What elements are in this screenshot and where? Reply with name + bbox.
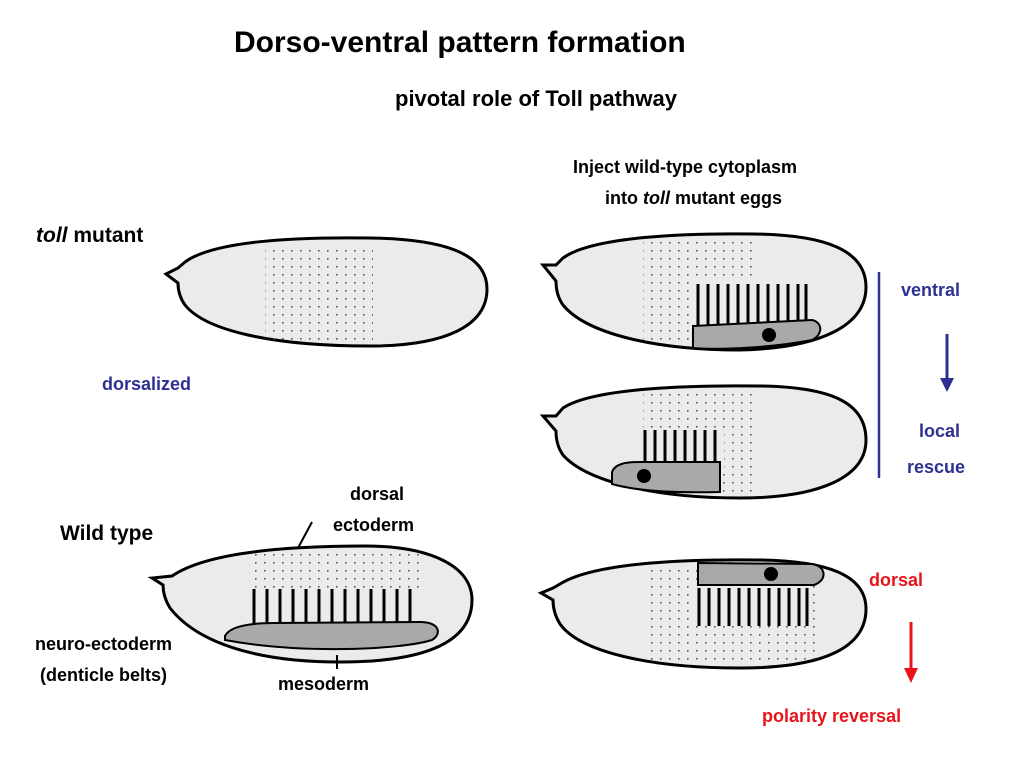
neuro-ectoderm-label-line1: neuro-ectoderm [35, 634, 173, 654]
inject-into-text: into [605, 188, 643, 208]
toll-mutant-label: toll mutant [36, 224, 143, 248]
dorsal-ectoderm-pointer [297, 521, 313, 549]
denticle-belts [252, 589, 412, 626]
ventral-arrow-icon [940, 334, 954, 392]
dorsalized-label: dorsalized [102, 374, 192, 394]
mesoderm-region [692, 318, 822, 350]
neuro-ectoderm-label-line2: (denticle belts) [40, 665, 168, 685]
ventral-label: ventral [901, 280, 961, 300]
denticle-belts [696, 284, 808, 326]
injection-site-dot [764, 567, 778, 581]
dorsal-ectoderm-dots [252, 552, 420, 592]
toll-mutant-rest: mutant [67, 224, 144, 247]
egg-polarity-reversal [537, 558, 868, 670]
mesoderm-region [611, 461, 721, 494]
page-subtitle: pivotal role of Toll pathway [395, 86, 677, 111]
dorsal-arrow-icon [904, 622, 918, 683]
dorsal-label: dorsal [869, 570, 924, 590]
polarity-reversal-label: polarity reversal [762, 706, 902, 726]
inject-toll-italic: toll [643, 188, 670, 208]
page-title: Dorso-ventral pattern formation [234, 26, 686, 59]
toll-italic: toll [36, 224, 68, 247]
dorsal-ectoderm-label-line2: ectoderm [333, 515, 415, 535]
egg-wild-type [147, 521, 474, 669]
local-rescue-label-line2: rescue [907, 457, 966, 477]
denticle-belts [697, 588, 809, 626]
dorsal-ectoderm-label-line1: dorsal [350, 484, 405, 504]
inject-mutant-eggs-text: mutant eggs [670, 188, 783, 208]
mesoderm-label: mesoderm [278, 674, 370, 694]
inject-label-line1: Inject wild-type cytoplasm [573, 157, 798, 177]
mesoderm-region [224, 620, 439, 651]
inject-label-line2: into toll mutant eggs [605, 188, 782, 209]
mesoderm-region [697, 561, 825, 586]
local-rescue-label-line1: local [919, 421, 961, 441]
egg-toll-mutant [163, 236, 489, 348]
dorsal-ectoderm-dots [265, 244, 373, 340]
denticle-band-bg [695, 586, 811, 626]
wild-type-label: Wild type [60, 522, 154, 545]
injection-site-dot [637, 469, 651, 483]
injection-site-dot [762, 328, 776, 342]
egg-rescue-local [539, 384, 868, 500]
egg-rescue-ventral [539, 232, 868, 352]
